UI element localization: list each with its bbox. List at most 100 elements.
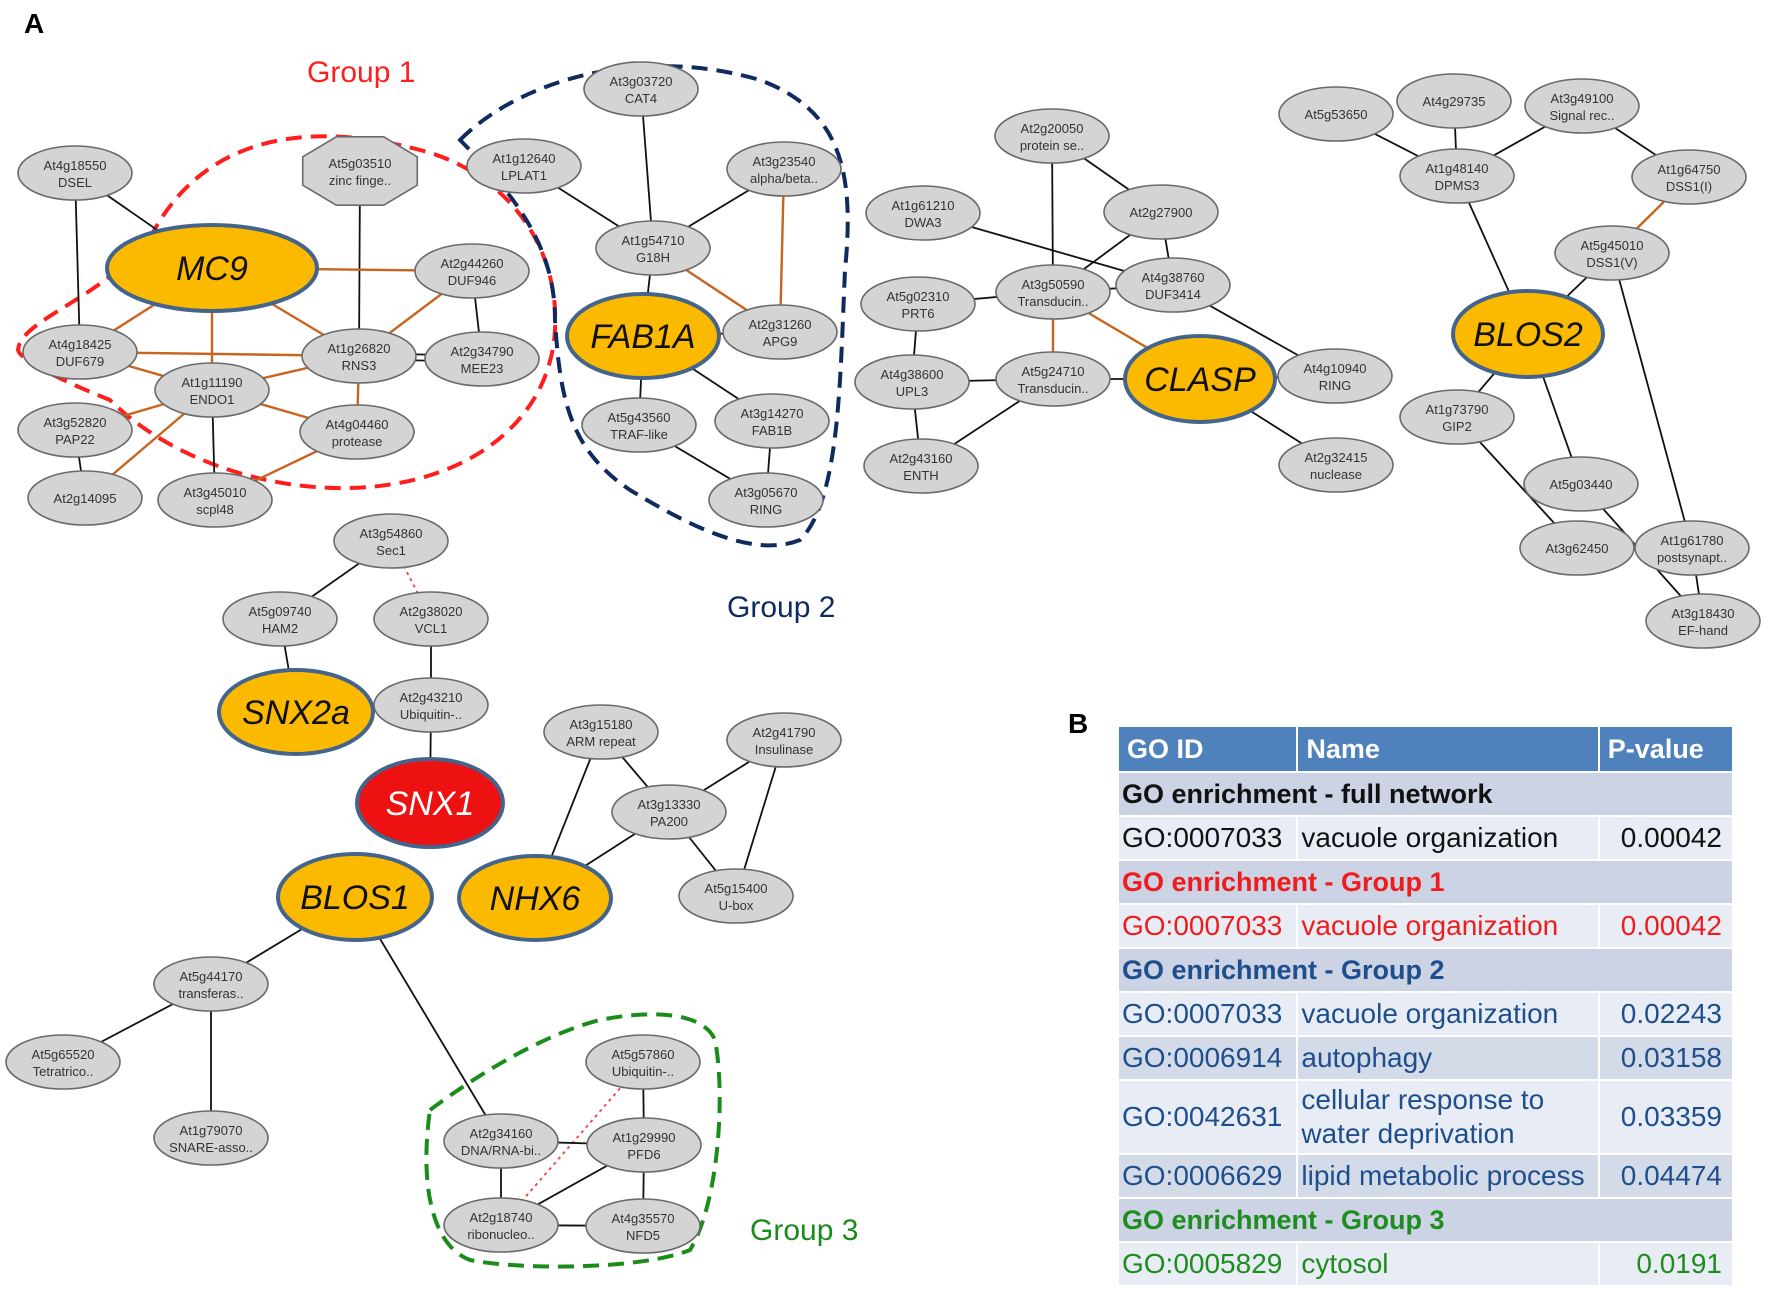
node-desc-label: UPL3 — [896, 384, 929, 399]
node-id-label: At5g24710 — [1022, 364, 1085, 379]
node-desc-label: Tetratrico.. — [33, 1064, 94, 1079]
go-name-cell: vacuole organization — [1296, 903, 1600, 949]
go-name-cell: cellular response to water deprivation — [1296, 1079, 1600, 1155]
node-id-label: At1g29990 — [613, 1130, 676, 1145]
node-id-label: At4g18550 — [44, 158, 107, 173]
node-desc-label: RNS3 — [342, 358, 377, 373]
table-header-row: GO ID Name P-value — [1116, 725, 1735, 773]
go-id-cell: GO:0007033 — [1116, 815, 1299, 861]
node-desc-label: FAB1B — [752, 423, 792, 438]
node-desc-label: LPLAT1 — [501, 168, 547, 183]
node-desc-label: postsynapt.. — [1657, 550, 1727, 565]
node-label: SNX1 — [386, 785, 475, 823]
node-id-label: At2g38020 — [400, 604, 463, 619]
node-id-label: At4g35570 — [612, 1211, 675, 1226]
node-At3g23540: At3g23540 alpha/beta.. — [726, 141, 842, 197]
node-desc-label: GIP2 — [1442, 419, 1472, 434]
node-desc-label: NFD5 — [626, 1228, 660, 1243]
node-desc-label: PRT6 — [902, 306, 935, 321]
node-desc-label: Ubiquitin-.. — [612, 1064, 674, 1079]
node-desc-label: ENTH — [903, 468, 938, 483]
panel-label-a: A — [24, 8, 44, 39]
node-desc-label: EF-hand — [1678, 623, 1728, 638]
panel-label-b: B — [1068, 708, 1088, 739]
node-id-label: At5g53650 — [1305, 107, 1368, 122]
p-value-cell: 0.03359 — [1597, 1079, 1735, 1155]
go-name-cell: lipid metabolic process — [1296, 1153, 1600, 1199]
node-id-label: At3g50590 — [1022, 277, 1085, 292]
node-desc-label: DSS1(I) — [1666, 179, 1712, 194]
node-MC9: MC9 — [105, 223, 319, 313]
go-name-cell: autophagy — [1296, 1035, 1600, 1081]
node-id-label: At2g43210 — [400, 690, 463, 705]
node-id-label: At3g62450 — [1546, 541, 1609, 556]
node-desc-label: ENDO1 — [190, 392, 235, 407]
edge-At4g18550-At4g18425 — [74, 172, 81, 353]
table-row: GO:0007033 vacuole organization 0.00042 — [1116, 815, 1735, 861]
section-title: GO enrichment - Group 2 — [1117, 947, 1734, 993]
node-At2g14095: At2g14095 — [27, 470, 143, 526]
node-desc-label: scpl48 — [196, 502, 234, 517]
node-id-label: At5g57860 — [612, 1047, 675, 1062]
node-id-label: At3g03720 — [610, 74, 673, 89]
section-group-1: GO enrichment - Group 1 — [1117, 859, 1734, 905]
node-At4g29735: At4g29735 — [1396, 73, 1512, 129]
node-id-label: At4g38760 — [1142, 270, 1205, 285]
go-id-cell: GO:0007033 — [1116, 903, 1299, 949]
node-id-label: At4g18425 — [49, 337, 112, 352]
section-title: GO enrichment - Group 1 — [1117, 859, 1734, 905]
table-row: GO:0007033 vacuole organization 0.00042 — [1116, 903, 1735, 949]
node-desc-label: DWA3 — [904, 215, 941, 230]
node-desc-label: alpha/beta.. — [750, 171, 818, 186]
node-id-label: At1g79070 — [180, 1123, 243, 1138]
node-desc-label: CAT4 — [625, 91, 657, 106]
table-row: GO:0006629 lipid metabolic process 0.044… — [1116, 1153, 1735, 1199]
node-SNX1: SNX1 — [355, 757, 505, 849]
node-At3g45010: At3g45010 scpl48 — [157, 472, 273, 528]
node-desc-label: Ubiquitin-.. — [400, 707, 462, 722]
node-desc-label: Transducin.. — [1017, 294, 1088, 309]
node-label: FAB1A — [590, 318, 695, 356]
go-id-cell: GO:0007033 — [1116, 991, 1299, 1037]
node-desc-label: SNARE-asso.. — [169, 1140, 253, 1155]
node-id-label: At2g32415 — [1305, 450, 1368, 465]
group3-label: Group 3 — [750, 1214, 858, 1247]
section-group-3: GO enrichment - Group 3 — [1117, 1197, 1734, 1243]
node-desc-label: DUF679 — [56, 354, 104, 369]
node-label: BLOS1 — [300, 879, 410, 917]
node-id-label: At3g23540 — [753, 154, 816, 169]
go-name-cell: cytosol — [1296, 1241, 1600, 1287]
node-desc-label: TRAF-like — [610, 427, 668, 442]
node-desc-label: zinc finge.. — [329, 173, 391, 188]
node-label: CLASP — [1144, 361, 1256, 399]
node-id-label: At3g45010 — [184, 485, 247, 500]
node-desc-label: PA200 — [650, 814, 688, 829]
node-desc-label: ARM repeat — [566, 734, 636, 749]
node-desc-label: nuclease — [1310, 467, 1362, 482]
node-label: NHX6 — [490, 880, 581, 918]
node-At5g53650: At5g53650 — [1278, 86, 1394, 142]
go-enrichment-table: GO ID Name P-value GO enrichment - full … — [1116, 725, 1735, 1287]
node-id-label: At2g27900 — [1130, 205, 1193, 220]
header-go-id: GO ID — [1116, 725, 1299, 773]
node-id-label: At4g04460 — [326, 417, 389, 432]
